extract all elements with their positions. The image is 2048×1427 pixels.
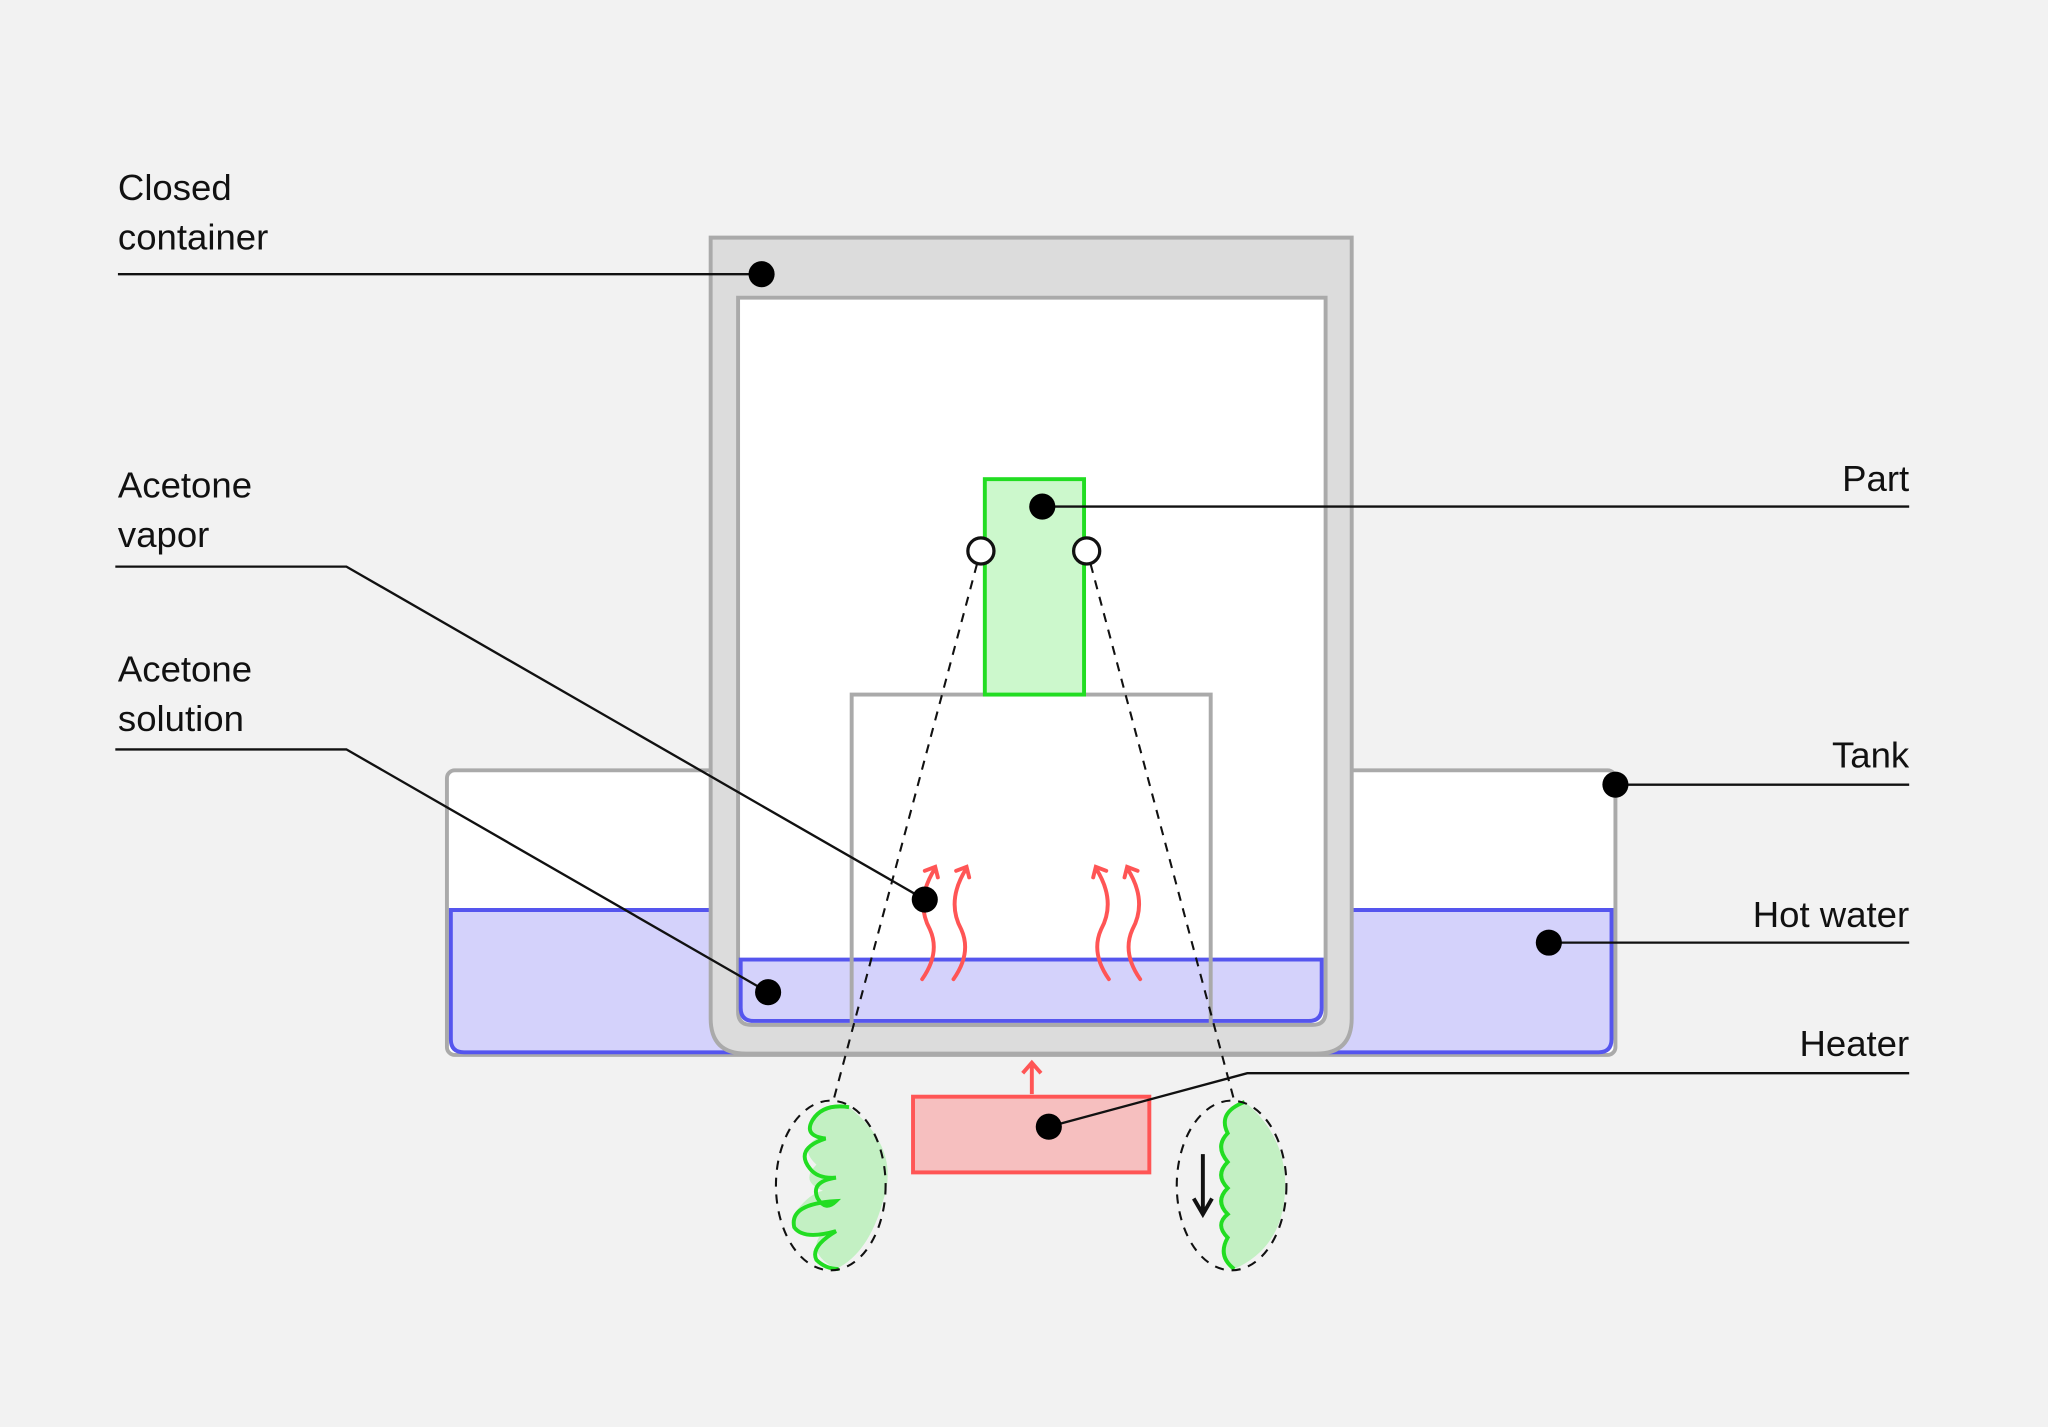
detail-before — [774, 1099, 888, 1272]
label-acetone-vapor-1: Acetone — [118, 464, 252, 505]
label-heater: Heater — [1799, 1023, 1909, 1064]
acetone-solution — [738, 957, 1324, 1023]
detail-after — [1175, 1099, 1288, 1272]
label-part: Part — [1842, 458, 1909, 499]
label-hot-water: Hot water — [1753, 894, 1909, 935]
vapor-arrows — [920, 864, 1143, 982]
heater — [911, 1059, 1152, 1175]
zoom-point-icon — [966, 536, 996, 566]
label-acetone-solution-1: Acetone — [118, 649, 252, 690]
vapor-arrow-icon — [951, 864, 972, 982]
vapor-arrow-icon — [920, 864, 940, 982]
heat-up-arrow-icon — [1021, 1059, 1043, 1095]
vapor-arrow-icon — [1122, 864, 1143, 982]
down-arrow-icon — [1192, 1154, 1214, 1219]
callout-dots — [748, 261, 1629, 1140]
zoom-guides — [832, 563, 1236, 1101]
label-tank: Tank — [1832, 735, 1910, 776]
label-closed-container-1: Closed — [118, 167, 232, 208]
zoom-point-icon — [1071, 536, 1102, 566]
label-acetone-solution-2: solution — [118, 698, 244, 739]
label-closed-container-2: container — [118, 216, 268, 257]
callout-lines — [115, 272, 1910, 1128]
label-acetone-vapor-2: vapor — [118, 514, 209, 555]
vapor-arrow-icon — [1091, 864, 1111, 982]
